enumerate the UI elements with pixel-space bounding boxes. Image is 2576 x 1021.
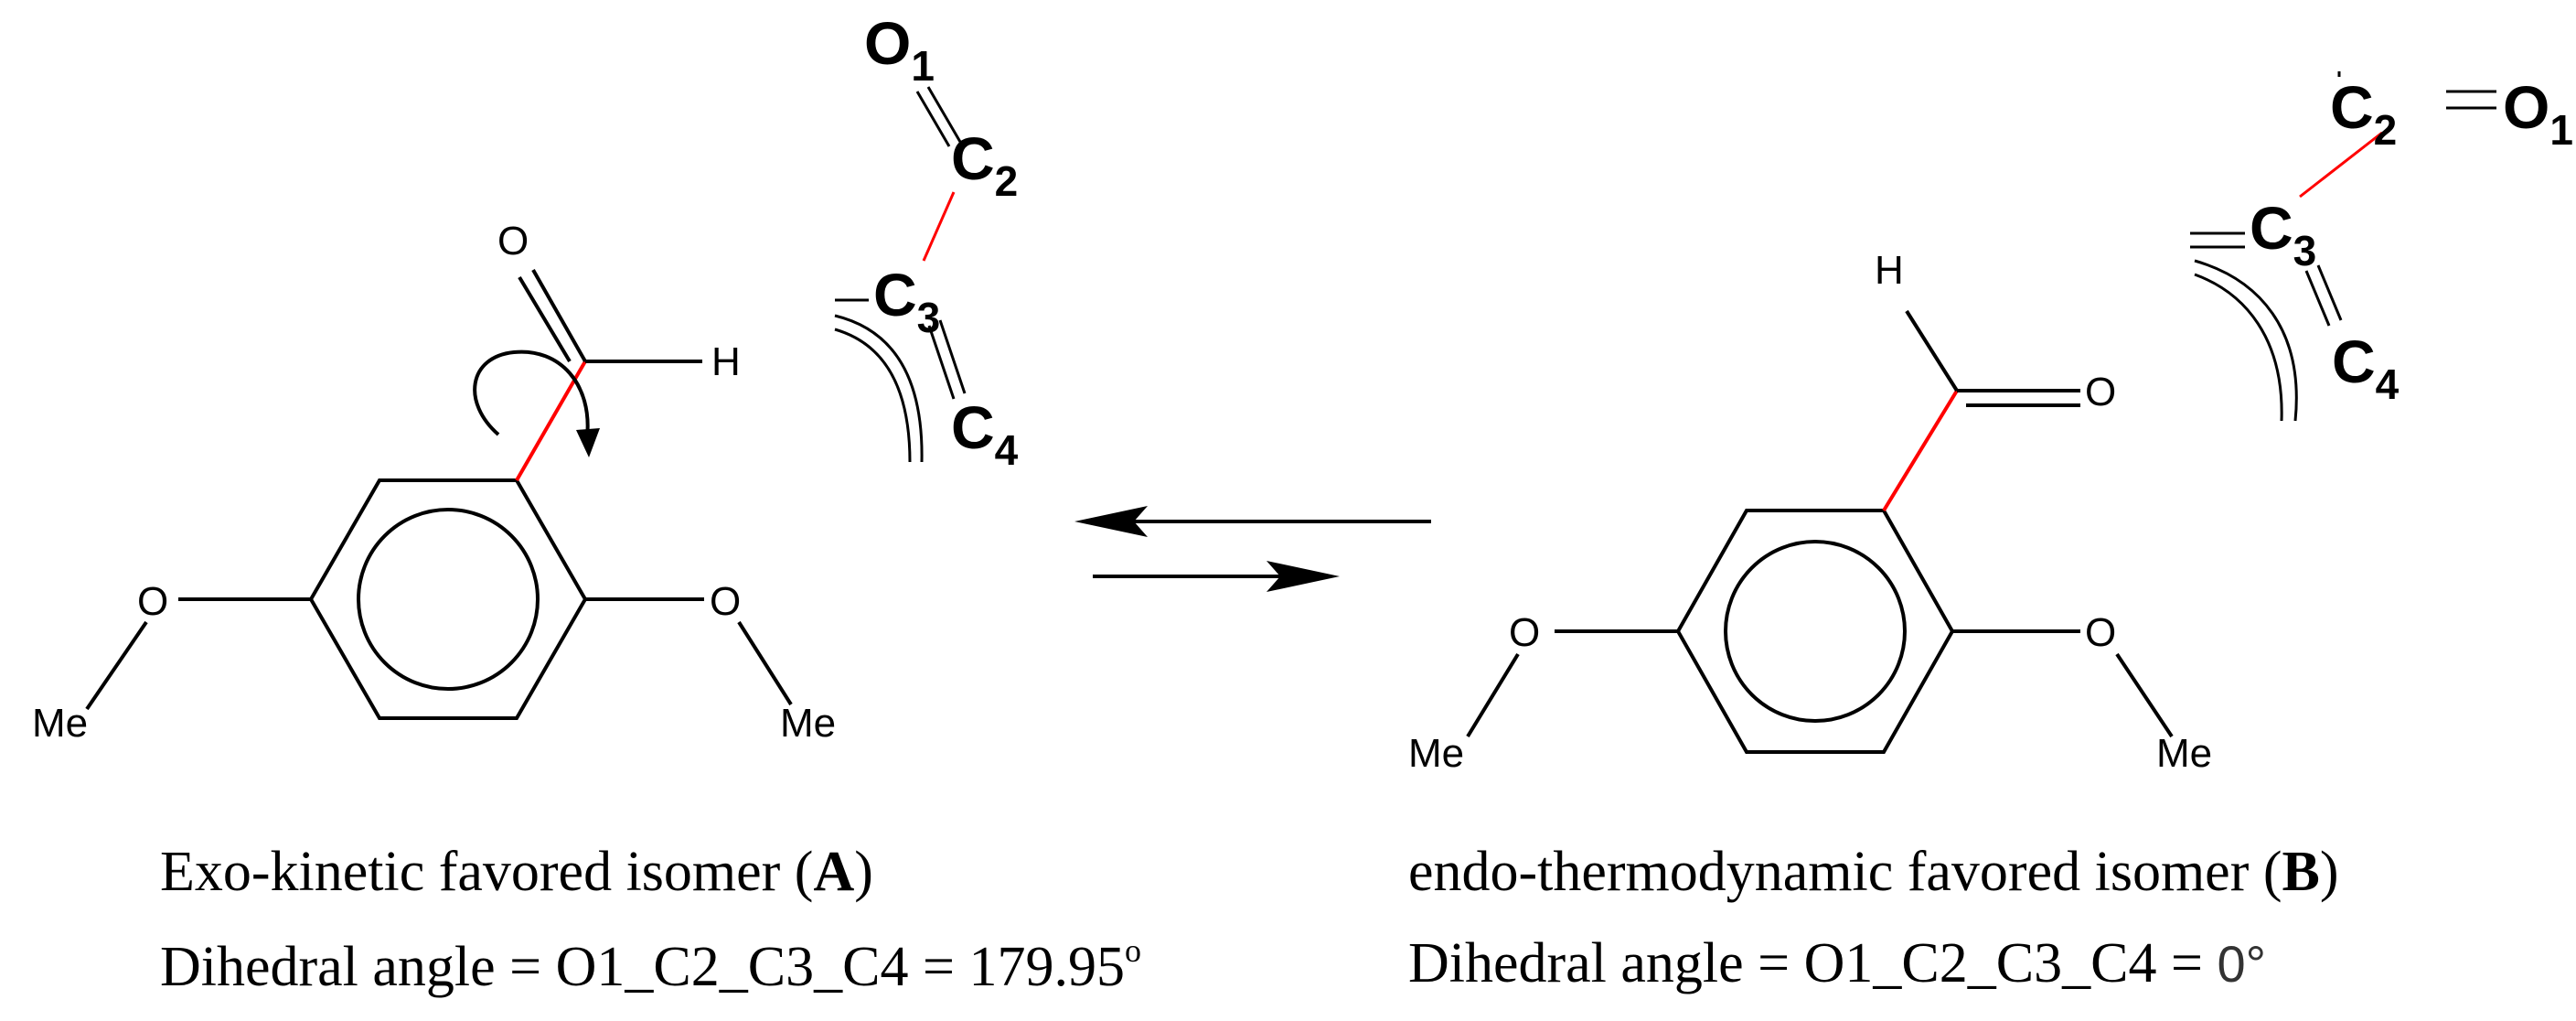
inset-label-o1: O1 <box>864 9 935 90</box>
atom-label: O <box>1509 610 1540 655</box>
rotation-arrowhead <box>576 428 600 457</box>
atom-label: O <box>2085 370 2116 414</box>
dihedral-inset-b <box>2190 71 2496 422</box>
structure-b <box>1466 309 2174 754</box>
caption-text: endo-thermodynamic favored isomer ( <box>1408 841 2282 903</box>
degree-mark: o <box>1124 932 1141 969</box>
aromatic-circle-a <box>357 508 540 691</box>
atom-label: H <box>1875 248 1904 293</box>
atom-label: H <box>711 339 741 384</box>
carbonyl-bond-a-1 <box>531 269 587 362</box>
atom-label: Me <box>780 701 836 746</box>
inset-label-c2: C2 <box>951 124 1018 205</box>
highlighted-bond-b <box>1882 389 1959 512</box>
isomer-letter-b: B <box>2282 841 2320 903</box>
caption-b-line1: endo-thermodynamic favored isomer (B) <box>1408 840 2339 905</box>
atom-label: O <box>2085 610 2116 655</box>
isomer-letter-a: A <box>813 841 855 903</box>
caption-a-line2: Dihedral angle = O1_C2_C3_C4 = 179.95o <box>160 931 1141 1000</box>
methoxy-bond-b-right-2 <box>2115 652 2174 738</box>
atom-label: Me <box>2156 731 2212 776</box>
caption-text: Exo-kinetic favored isomer ( <box>160 841 814 903</box>
aromatic-circle-b <box>1724 540 1907 723</box>
carbonyl-bond-a-2 <box>518 275 572 363</box>
caption-text: ) <box>854 841 873 903</box>
inset-label-c3: C3 <box>2250 194 2316 274</box>
methoxy-bond-b-left-2 <box>1466 652 1520 738</box>
caption-a-line1: Exo-kinetic favored isomer (A) <box>160 840 873 905</box>
rotation-arrow <box>473 349 590 438</box>
inset-label-c4: C4 <box>2332 328 2400 408</box>
dihedral-inset-a <box>834 86 967 463</box>
benzene-ring-a <box>308 478 588 720</box>
dihedral-angle-b: Dihedral angle = O1_C2_C3_C4 = <box>1408 932 2218 994</box>
methoxy-bond-a-right-2 <box>737 620 793 706</box>
atom-label: Me <box>32 701 88 746</box>
caption-b-line2: Dihedral angle = O1_C2_C3_C4 = 0° <box>1408 931 2266 996</box>
inset-a-red-bond <box>922 191 956 262</box>
structure-a <box>85 269 793 720</box>
equilibrium-arrows <box>1074 506 1431 592</box>
atom-label: Me <box>1408 731 1464 776</box>
aldehyde-ch-bond-b <box>1905 309 1959 392</box>
inset-label-c3: C3 <box>873 261 940 341</box>
dihedral-value-b: 0° <box>2217 935 2266 993</box>
inset-b-red-bond <box>2299 131 2383 199</box>
inset-label-c2: C2 <box>2330 73 2397 154</box>
atom-label: O <box>137 579 168 624</box>
atom-label: O <box>710 579 741 624</box>
inset-label-o1: O1 <box>2503 73 2573 154</box>
benzene-ring-b <box>1675 509 1955 754</box>
arrowhead-right <box>1267 561 1340 592</box>
atom-label: O <box>497 219 529 263</box>
methoxy-bond-a-left-2 <box>85 620 148 711</box>
caption-text: ) <box>2319 841 2339 903</box>
arrowhead-left <box>1074 506 1148 537</box>
inset-label-c4: C4 <box>951 393 1019 474</box>
dihedral-angle-a: Dihedral angle = O1_C2_C3_C4 = 179.95 <box>160 936 1125 998</box>
